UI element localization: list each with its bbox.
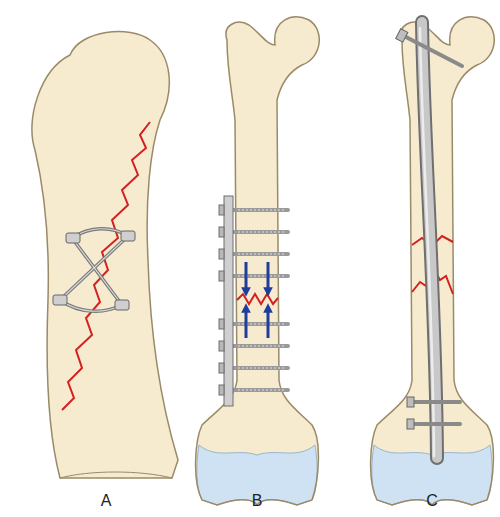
tension-band-wire-part bbox=[53, 231, 135, 310]
intramedullary-nail-part bbox=[404, 36, 462, 424]
compression-arrows-part bbox=[245, 308, 248, 338]
intramedullary-nail-part bbox=[422, 22, 437, 458]
intramedullary-nail-part bbox=[422, 22, 437, 458]
figure-b-femur-part bbox=[196, 17, 320, 505]
compression-plate-part-part bbox=[219, 271, 224, 281]
compression-plate-part bbox=[219, 205, 224, 395]
compression-plate-part-part bbox=[232, 344, 288, 348]
compression-plate-part-part bbox=[219, 249, 224, 259]
tension-band-wire-part-part bbox=[121, 231, 135, 241]
compression-plate-part bbox=[238, 210, 286, 390]
intramedullary-nail-part-part bbox=[404, 36, 462, 66]
figure-a-bone bbox=[32, 32, 178, 478]
figure-c-femur-part bbox=[371, 17, 495, 505]
compression-plate-part-part bbox=[238, 210, 286, 211]
tension-band-wire-part bbox=[60, 229, 128, 311]
compression-plate-part-part bbox=[219, 227, 224, 237]
intramedullary-nail-part-part bbox=[414, 400, 460, 404]
compression-arrows-part bbox=[245, 262, 248, 292]
compression-arrows bbox=[246, 262, 268, 338]
figure-a-bone-part bbox=[60, 472, 172, 478]
intramedullary-nail-part-part bbox=[396, 29, 408, 42]
intramedullary-nail-part bbox=[396, 29, 414, 429]
compression-plate-part-part bbox=[219, 319, 224, 329]
compression-plate-part-part bbox=[238, 254, 286, 255]
figure-letter: B bbox=[252, 492, 263, 510]
intramedullary-nail-part bbox=[420, 28, 434, 456]
compression-plate-part-part bbox=[238, 232, 286, 233]
figure-b-femur-part bbox=[196, 17, 320, 505]
compression-plate-part-part bbox=[219, 385, 224, 395]
compression-plate-part-part bbox=[232, 322, 288, 326]
compression-plate-part-part bbox=[232, 274, 288, 278]
tension-band-wire-part-part bbox=[66, 233, 80, 243]
compression-plate-part-part bbox=[219, 205, 224, 215]
compression-plate-part-part bbox=[232, 208, 288, 212]
intramedullary-nail-part-part bbox=[407, 397, 414, 407]
compression-plate-part-part bbox=[232, 252, 288, 256]
figure-letter: C bbox=[426, 492, 438, 510]
compression-plate-part-part bbox=[232, 230, 288, 234]
tension-band-wire-part-part bbox=[115, 300, 129, 310]
tension-band-wire-part bbox=[60, 229, 128, 311]
compression-arrows-part bbox=[267, 308, 270, 338]
figure-b-femur bbox=[196, 17, 320, 505]
compression-plate bbox=[219, 196, 288, 406]
figure-a-bone-part bbox=[32, 32, 178, 478]
intramedullary-nail bbox=[396, 22, 462, 458]
figure-letter: A bbox=[101, 492, 112, 510]
compression-plate-part bbox=[224, 196, 233, 406]
tension-band-wire bbox=[53, 229, 135, 311]
figure-a-bone-part bbox=[62, 122, 150, 410]
compression-arrows-part bbox=[267, 262, 270, 292]
figure-c-femur-part bbox=[371, 17, 495, 505]
intramedullary-nail-part-part bbox=[414, 422, 460, 426]
compression-plate-part-part bbox=[219, 363, 224, 373]
compression-plate-part-part bbox=[238, 368, 286, 369]
intramedullary-nail-part-part bbox=[407, 419, 414, 429]
figure-b-femur-part bbox=[237, 294, 278, 304]
compression-plate-part-part bbox=[238, 346, 286, 347]
tension-band-wire-part-part bbox=[53, 295, 67, 305]
compression-plate-part-part bbox=[238, 390, 286, 391]
compression-plate-part-part bbox=[219, 341, 224, 351]
compression-plate-part-part bbox=[232, 366, 288, 370]
compression-plate-part bbox=[232, 210, 288, 390]
figure-c-femur bbox=[371, 17, 495, 505]
compression-plate-part-part bbox=[232, 388, 288, 392]
